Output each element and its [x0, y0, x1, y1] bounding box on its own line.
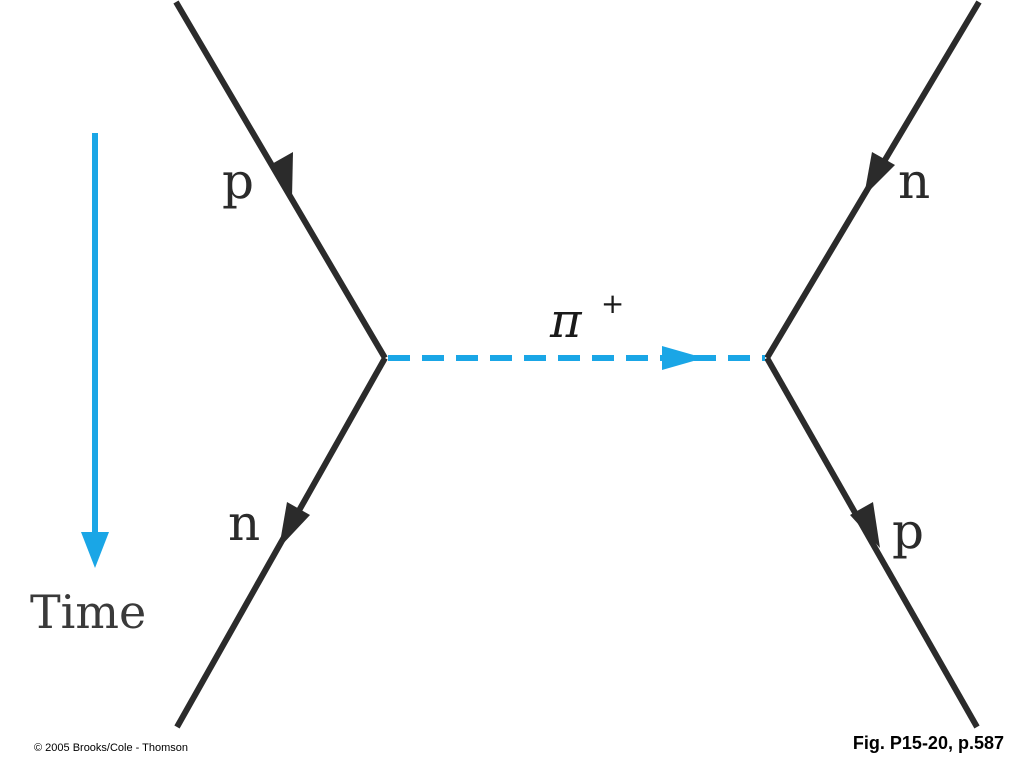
- right-incoming-arrowhead: [864, 152, 895, 196]
- left-outgoing-arrowhead: [279, 502, 310, 548]
- label-left-outgoing-n: n: [228, 494, 260, 552]
- pion-arrowhead: [662, 346, 704, 370]
- copyright-notice: © 2005 Brooks/Cole - Thomson: [34, 742, 189, 754]
- time-arrow: [81, 133, 109, 568]
- left-incoming-arrowhead: [270, 152, 293, 198]
- pion-charge: +: [601, 287, 624, 320]
- label-right-outgoing-p: p: [892, 502, 924, 560]
- pion-label: π +: [549, 287, 624, 349]
- figure-reference: Fig. P15-20, p.587: [852, 733, 1004, 753]
- label-right-incoming-n: n: [898, 152, 930, 210]
- right-outgoing-line: [764, 356, 980, 729]
- label-left-incoming-p: p: [222, 152, 254, 210]
- right-outgoing-arrowhead: [850, 502, 880, 548]
- time-label: Time: [30, 585, 146, 639]
- pion-symbol: π: [549, 293, 583, 349]
